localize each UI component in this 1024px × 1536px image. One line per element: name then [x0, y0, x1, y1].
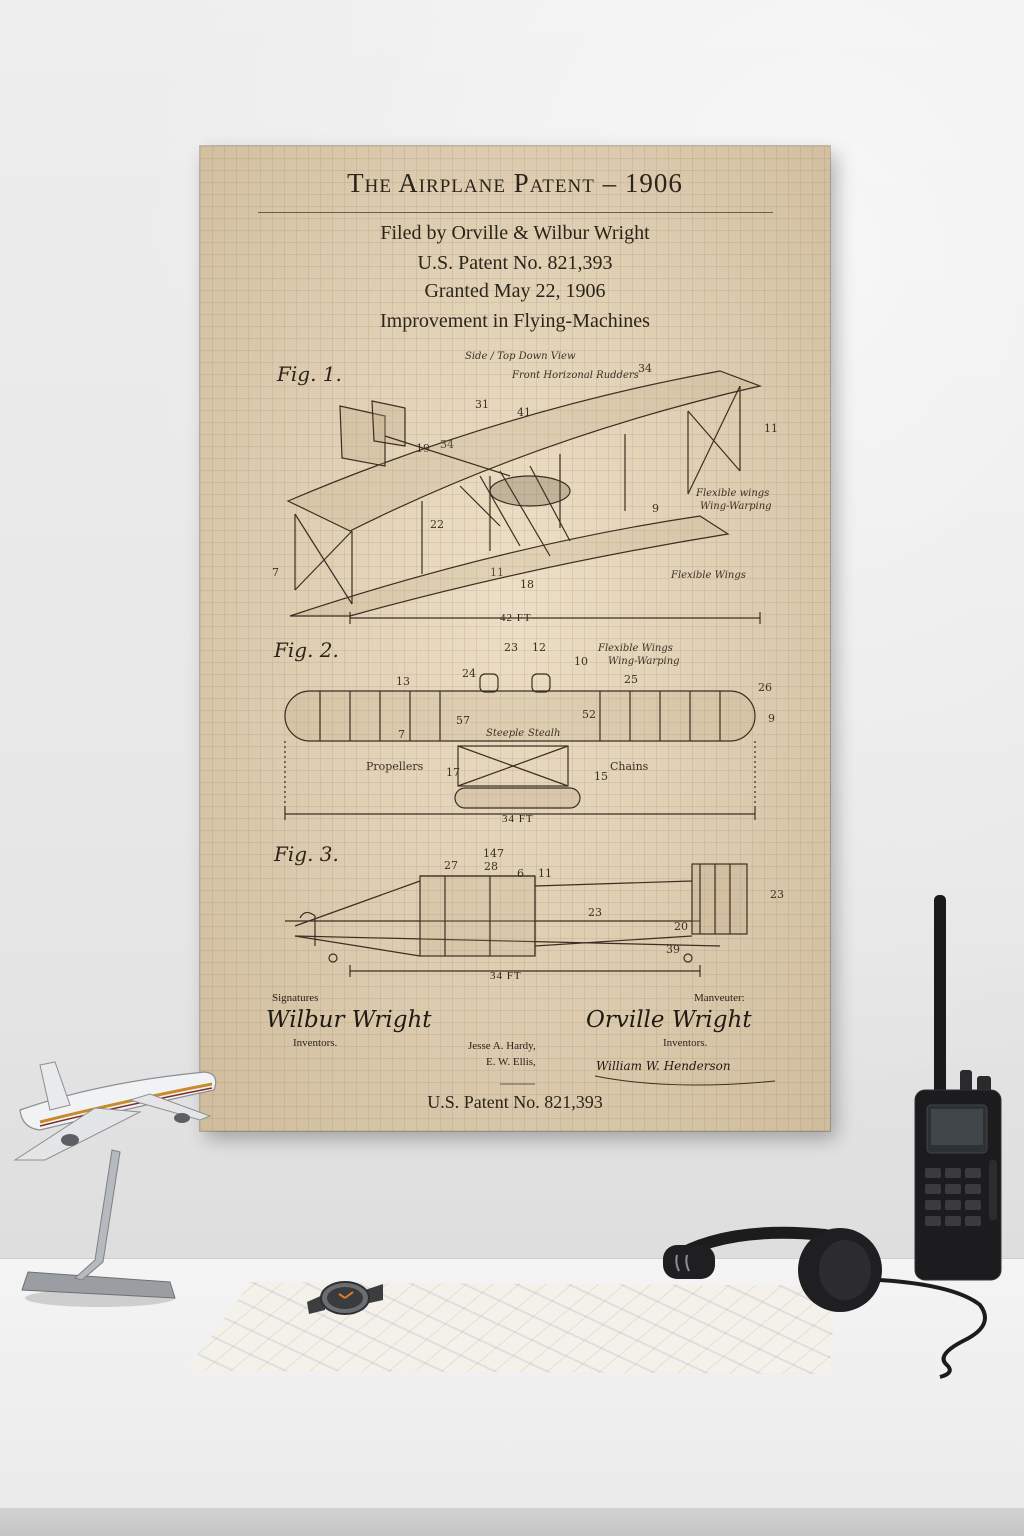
filed-by-text: Filed by Orville & Wilbur Wright	[380, 222, 650, 244]
fig2-wing-warping-note: Wing-Warping	[608, 656, 680, 667]
subject-text: Improvement in Flying-Machines	[380, 310, 650, 332]
fig3-side-view-drawing	[285, 863, 748, 977]
attorney-flourish	[594, 1075, 776, 1086]
fig1-label: Fig. 1.	[277, 362, 342, 386]
model-airplane	[13, 1061, 217, 1307]
fig1-flexible-wings-2-note: Flexible Wings	[671, 570, 746, 581]
radio-antenna	[934, 895, 946, 1110]
fig2-ref: 26	[758, 681, 772, 694]
wilbur-signature: Wilbur Wright	[266, 1007, 432, 1033]
fig3-ref: 27	[444, 859, 458, 872]
fig3-ref: 28	[484, 860, 498, 873]
fig3-ref: 147	[483, 847, 504, 860]
fig1-flexible-wings-note: Flexible wings	[696, 488, 770, 499]
poster-title: The Airplane Patent – 1906	[347, 168, 683, 198]
model-stand-rod	[73, 1149, 121, 1281]
fig2-stealth-note: Stealh	[528, 728, 561, 739]
fig3-ref: 6	[517, 867, 524, 880]
witness-1: Jesse A. Hardy,	[468, 1040, 536, 1052]
fig1-biplane-drawing	[286, 370, 763, 624]
model-left-wing	[13, 1107, 142, 1161]
fig1-ref: 7	[272, 566, 279, 579]
right-inventors-label: Inventors.	[663, 1037, 708, 1049]
fig1-ref: 31	[475, 398, 489, 411]
fig2-chains-note: Chains	[610, 760, 649, 773]
fig3-ref: 23	[588, 906, 602, 919]
model-tail-fin	[39, 1061, 71, 1111]
fig2-ref: 57	[456, 714, 470, 727]
fig2-ref: 52	[582, 708, 596, 721]
fig2-top-view-drawing	[284, 673, 756, 820]
poster-footer: U.S. Patent No. 821,393	[427, 1092, 603, 1112]
fig2-ref: 9	[768, 712, 775, 725]
patent-number-text: U.S. Patent No. 821,393	[417, 252, 613, 274]
fig2-ref: 10	[574, 655, 588, 668]
desk-front-edge	[0, 1508, 1024, 1536]
attorney-signature: William W. Henderson	[596, 1059, 731, 1073]
fig2-ref: 23	[504, 641, 518, 654]
fig2-flexible-wings-note: Flexible Wings	[598, 643, 673, 654]
patent-poster: The Airplane Patent – 1906 Filed by Orvi…	[200, 146, 830, 1131]
model-stand-base	[21, 1271, 176, 1299]
fig2-ref: 7	[398, 728, 405, 741]
fig2-propellers-note: Propellers	[366, 760, 424, 773]
fig3-ref: 11	[538, 867, 552, 880]
fig1-ref: 34	[440, 438, 454, 451]
fig3-label: Fig. 3.	[274, 842, 339, 866]
fig1-front-rudders-note: Front Horizonal Rudders	[512, 370, 639, 381]
fig1-ref: 18	[520, 578, 534, 591]
title-divider	[258, 212, 773, 213]
witness-2: E. W. Ellis,	[486, 1056, 536, 1068]
signatures-heading: Signatures	[272, 992, 319, 1004]
headphone-cable	[879, 1278, 987, 1379]
fig2-ref: 15	[594, 770, 608, 783]
fig1-ref: 34	[638, 362, 652, 375]
fig1-wing-warping-note: Wing-Warping	[700, 501, 772, 512]
folded-map	[186, 1282, 836, 1374]
fig2-steeple-note: Steeple	[486, 728, 525, 739]
fig1-ref: 22	[430, 518, 444, 531]
model-right-wing	[128, 1093, 212, 1121]
fig2-ref: 25	[624, 673, 638, 686]
fig2-ref: 12	[532, 641, 546, 654]
fig1-ref: 11	[764, 422, 778, 435]
fig3-ref: 23	[770, 888, 784, 901]
fig2-label: Fig. 2.	[274, 638, 339, 662]
fig1-view-note: Side / Top Down View	[465, 351, 576, 362]
fig3-span-label: 34 FT	[490, 970, 522, 982]
fig3-ref: 39	[666, 943, 680, 956]
fig1-ref: 9	[652, 502, 659, 515]
radio-knob	[960, 1070, 972, 1094]
fig2-ref: 17	[446, 766, 460, 779]
headphone-left-cup	[663, 1245, 715, 1279]
fig3-ref: 20	[674, 920, 688, 933]
granted-date-text: Granted May 22, 1906	[424, 280, 606, 302]
fig2-ref: 24	[462, 667, 476, 680]
fig2-span-label: 34 FT	[502, 813, 534, 825]
wristwatch	[307, 1281, 383, 1315]
fig2-ref: 13	[396, 675, 410, 688]
fig1-ref: 11	[490, 566, 504, 579]
wright-flyer-drawings	[284, 370, 776, 1086]
orville-signature: Orville Wright	[586, 1007, 752, 1033]
headphones	[663, 1226, 987, 1379]
handheld-radio	[914, 895, 1002, 1281]
right-heading: Manveuter:	[694, 992, 745, 1004]
left-inventors-label: Inventors.	[293, 1037, 338, 1049]
